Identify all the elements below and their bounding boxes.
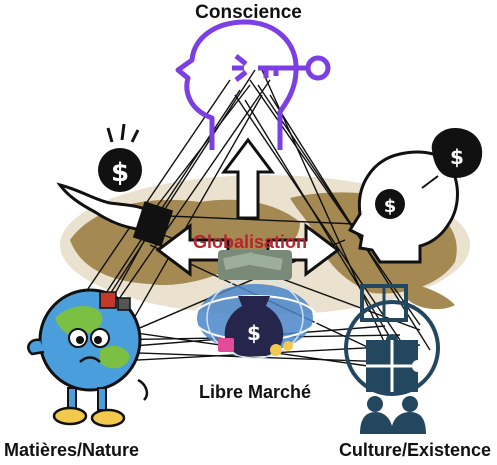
puzzle-people-icon	[344, 284, 440, 434]
node-label-conscience: Conscience	[195, 2, 302, 23]
dollar-sign: $	[111, 158, 129, 188]
center-label-globalisation: Globalisation	[192, 232, 307, 252]
arrows-icon	[155, 137, 341, 277]
dollar-sign: $	[247, 321, 261, 345]
center-label-libre-marche: Libre Marché	[198, 382, 312, 402]
node-label-matieres-nature: Matières/Nature	[4, 440, 140, 460]
money-bag-market-icon: $	[192, 250, 318, 359]
node-label-culture-existence: Culture/Existence	[338, 440, 491, 460]
head-with-key-icon	[175, 19, 331, 150]
dollar-sign: $	[450, 145, 464, 169]
worried-earth-icon	[27, 288, 149, 428]
dollar-sign: $	[384, 196, 397, 217]
hand-holding-coin-icon: $	[56, 123, 174, 247]
head-with-bulb-icon: $ $	[347, 128, 483, 264]
